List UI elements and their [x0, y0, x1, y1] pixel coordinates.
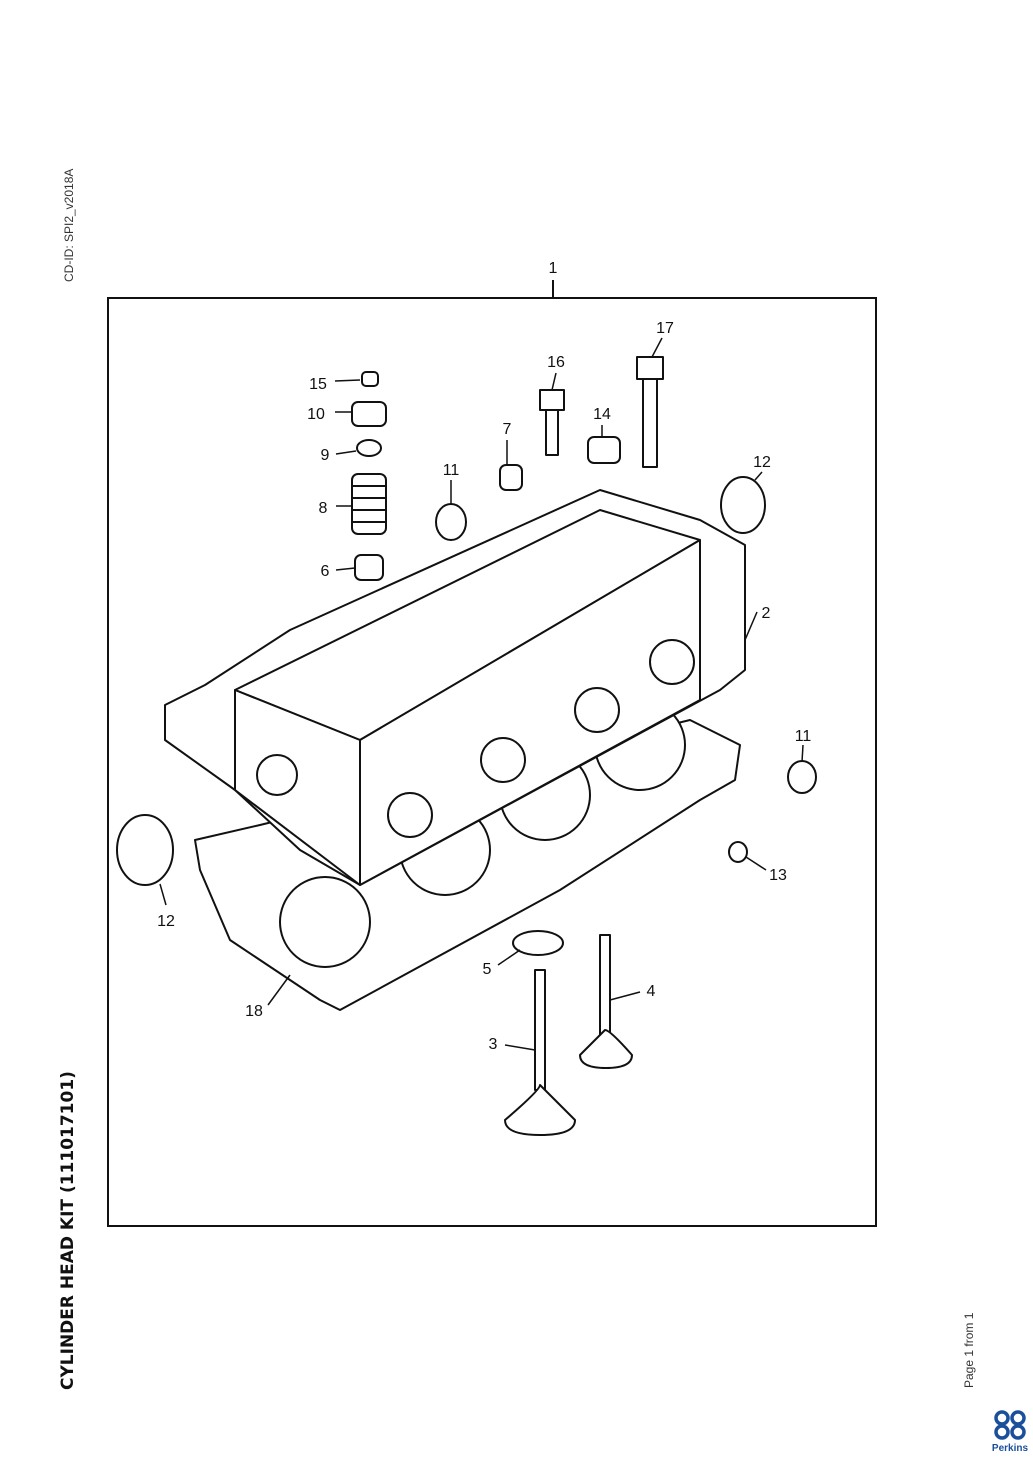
valve-3: [504, 969, 576, 1136]
callout-6: 6: [321, 563, 330, 580]
leader-lines: [159, 337, 804, 1051]
bolt-16: [539, 389, 565, 456]
callout-1: 1: [549, 260, 558, 277]
callout-12: 12: [157, 913, 175, 930]
perkins-logo-icon: [994, 1410, 1026, 1440]
collet-9: [356, 439, 382, 457]
valve-guide-7: [499, 464, 523, 491]
sleeve-14: [587, 436, 621, 464]
callout-15: 15: [309, 376, 327, 393]
valve-4: [579, 934, 633, 1069]
callout-18: 18: [245, 1003, 263, 1020]
callout-7: 7: [503, 421, 512, 438]
valve-spring-8: [351, 473, 387, 535]
callout-5: 5: [483, 961, 492, 978]
valve-seat-insert-5: [512, 930, 564, 956]
perkins-logo: Perkins: [990, 1410, 1030, 1454]
plug-11-right: [787, 760, 817, 794]
callout-11: 11: [443, 462, 460, 479]
spring-cap-10: [351, 401, 387, 427]
callout-3: 3: [489, 1036, 498, 1053]
brand-name: Perkins: [991, 1443, 1029, 1454]
callout-17: 17: [656, 320, 674, 337]
cap-15: [361, 371, 379, 387]
plug-13: [728, 841, 748, 863]
callout-8: 8: [319, 500, 328, 517]
plug-11-top: [435, 503, 467, 541]
seal-6: [354, 554, 384, 581]
bolt-17: [636, 356, 664, 468]
callout-16: 16: [547, 354, 565, 371]
callout-14: 14: [593, 406, 611, 423]
plug-12-left: [116, 814, 174, 886]
callout-11: 11: [795, 728, 812, 745]
callout-12: 12: [753, 454, 771, 471]
callout-4: 4: [647, 983, 656, 1000]
diagram-frame: [107, 280, 877, 1227]
callout-13: 13: [769, 867, 787, 884]
callout-9: 9: [321, 447, 330, 464]
cylinder-head: [164, 489, 746, 886]
callout-10: 10: [307, 406, 325, 423]
callout-2: 2: [762, 605, 771, 622]
plug-12-right: [720, 476, 766, 534]
